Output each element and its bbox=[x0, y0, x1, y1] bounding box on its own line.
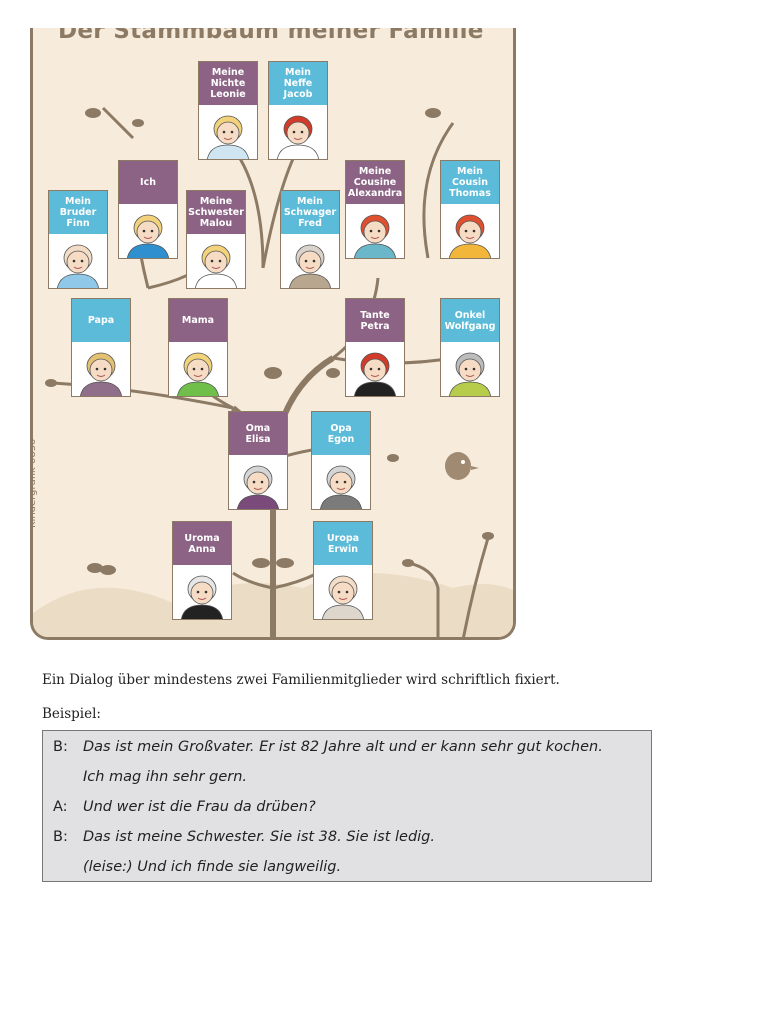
family-card-cousin-m: Mein Cousin Thomas bbox=[440, 160, 500, 259]
portrait-icon bbox=[236, 465, 280, 509]
family-card-label: Ich bbox=[119, 161, 177, 204]
portrait-icon bbox=[194, 244, 238, 288]
family-card-label: Meine Nichte Leonie bbox=[199, 62, 257, 105]
portrait-icon bbox=[448, 352, 492, 396]
family-card-niece: Meine Nichte Leonie bbox=[198, 61, 258, 160]
family-card-sister: Meine Schwester Malou bbox=[186, 190, 246, 289]
portrait-icon bbox=[180, 575, 224, 619]
family-card-label: Mama bbox=[169, 299, 227, 342]
dialog-text: Ich mag ihn sehr gern. bbox=[83, 769, 248, 785]
portrait-icon bbox=[56, 244, 100, 288]
graphic-credit: Kindergrafik 0830 bbox=[30, 438, 38, 528]
family-card-great-grandma: Uroma Anna bbox=[172, 521, 232, 620]
bird-icon bbox=[445, 452, 479, 480]
tree-title: Der Stammbaum meiner Familie bbox=[58, 28, 484, 44]
dialog-text: Das ist meine Schwester. Sie ist 38. Sie… bbox=[83, 829, 435, 845]
family-card-label: Tante Petra bbox=[346, 299, 404, 342]
family-card-label: Meine Cousine Alexandra bbox=[346, 161, 404, 204]
family-card-label: Oma Elisa bbox=[229, 412, 287, 455]
family-card-label: Onkel Wolfgang bbox=[441, 299, 499, 342]
portrait-icon bbox=[126, 214, 170, 258]
family-card-great-grandpa: Uropa Erwin bbox=[313, 521, 373, 620]
family-card-mama: Mama bbox=[168, 298, 228, 397]
portrait-icon bbox=[288, 244, 332, 288]
family-card-me: Ich bbox=[118, 160, 178, 259]
dialog-line: B: Das ist mein Großvater. Er ist 82 Jahr… bbox=[53, 739, 603, 755]
family-card-uncle: Onkel Wolfgang bbox=[440, 298, 500, 397]
portrait-icon bbox=[448, 214, 492, 258]
family-card-label: Mein Bruder Finn bbox=[49, 191, 107, 234]
family-card-label: Meine Schwester Malou bbox=[187, 191, 245, 234]
portrait-icon bbox=[353, 352, 397, 396]
family-tree-panel: Der Stammbaum meiner Familie Kindergrafi… bbox=[30, 28, 516, 640]
family-card-grandpa: Opa Egon bbox=[311, 411, 371, 510]
dialog-speaker: B: bbox=[53, 829, 68, 845]
dialog-speaker: B: bbox=[53, 739, 68, 755]
dialog-text: Und wer ist die Frau da drüben? bbox=[83, 799, 316, 815]
family-card-grandma: Oma Elisa bbox=[228, 411, 288, 510]
dialog-text: Das ist mein Großvater. Er ist 82 Jahre … bbox=[83, 739, 603, 755]
family-card-label: Mein Neffe Jacob bbox=[269, 62, 327, 105]
family-card-brother-in-law: Mein Schwager Fred bbox=[280, 190, 340, 289]
dialog-speaker: A: bbox=[53, 799, 68, 815]
dialog-line: Ich mag ihn sehr gern. bbox=[53, 769, 247, 785]
family-card-nephew: Mein Neffe Jacob bbox=[268, 61, 328, 160]
family-card-label: Uroma Anna bbox=[173, 522, 231, 565]
family-card-label: Mein Schwager Fred bbox=[281, 191, 339, 234]
portrait-icon bbox=[319, 465, 363, 509]
dialog-line: (leise:) Und ich finde sie langweilig. bbox=[53, 859, 341, 875]
portrait-icon bbox=[321, 575, 365, 619]
family-card-label: Uropa Erwin bbox=[314, 522, 372, 565]
family-card-brother: Mein Bruder Finn bbox=[48, 190, 108, 289]
dialog-line: A: Und wer ist die Frau da drüben? bbox=[53, 799, 316, 815]
example-label: Beispiel: bbox=[42, 706, 101, 722]
example-dialog-box: B: Das ist mein Großvater. Er ist 82 Jahr… bbox=[42, 730, 652, 882]
portrait-icon bbox=[79, 352, 123, 396]
portrait-icon bbox=[176, 352, 220, 396]
portrait-icon bbox=[276, 115, 320, 159]
family-card-aunt: Tante Petra bbox=[345, 298, 405, 397]
dialog-line: B: Das ist meine Schwester. Sie ist 38. S… bbox=[53, 829, 435, 845]
family-card-label: Papa bbox=[72, 299, 130, 342]
dialog-text: (leise:) Und ich finde sie langweilig. bbox=[83, 859, 342, 875]
family-card-label: Mein Cousin Thomas bbox=[441, 161, 499, 204]
family-card-papa: Papa bbox=[71, 298, 131, 397]
family-card-cousin-f: Meine Cousine Alexandra bbox=[345, 160, 405, 259]
instruction-text: Ein Dialog über mindestens zwei Familien… bbox=[42, 672, 560, 688]
family-card-label: Opa Egon bbox=[312, 412, 370, 455]
portrait-icon bbox=[353, 214, 397, 258]
portrait-icon bbox=[206, 115, 250, 159]
